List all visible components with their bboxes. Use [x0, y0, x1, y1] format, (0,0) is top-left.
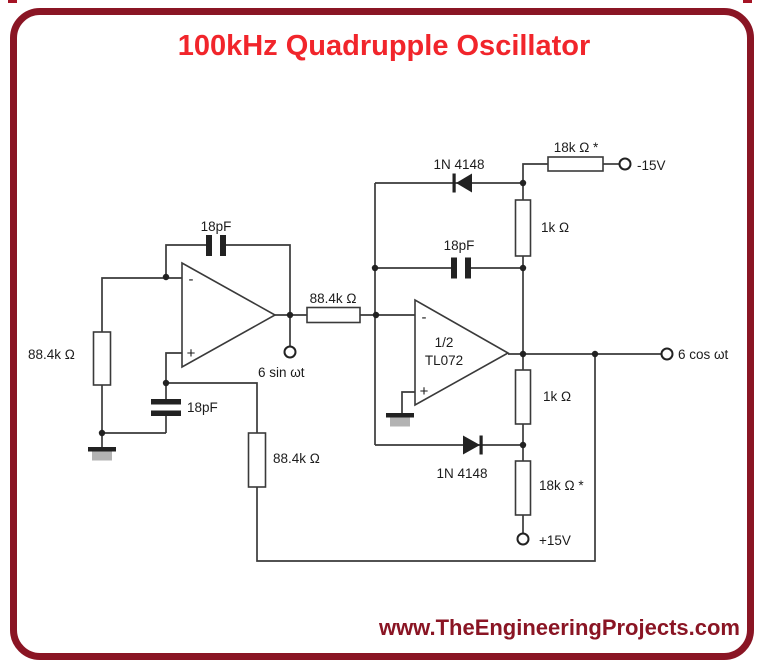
junction-dot [162, 273, 170, 281]
capacitor-plate [151, 399, 181, 405]
ground-bar [386, 413, 414, 418]
terminal-circle [516, 532, 530, 546]
terminal-label: -15V [637, 158, 666, 173]
resistor-body [92, 331, 112, 386]
wire-op2-plus-to-ground [401, 391, 415, 413]
resistor-label: 1k Ω [541, 220, 569, 235]
resistor-series: 88.4k Ω [306, 291, 361, 324]
wire-op1-plus-input [165, 352, 182, 399]
diode-arrow [463, 435, 480, 455]
junction-dot [519, 179, 527, 187]
capacitor-label: 18pF [187, 400, 218, 415]
capacitor-op1-ground: 18pF [151, 399, 218, 416]
wire-r2-feedback-loop [256, 354, 596, 562]
opamp-2-triangle [414, 298, 510, 407]
resistor-feedback-bottom: 88.4k Ω [247, 432, 320, 488]
resistor-body [547, 156, 604, 172]
page-title: 100kHz Quadrupple Oscillator [177, 30, 591, 62]
terminal-label: 6 cos ωt [678, 347, 729, 362]
capacitor-plate [151, 410, 181, 416]
junction-dot [591, 350, 599, 358]
resistor-body [514, 199, 532, 257]
top-right-border-dash [743, 0, 752, 3]
junction-dot [162, 379, 170, 387]
resistor-label: 88.4k Ω [28, 347, 75, 362]
capacitor-plate [206, 235, 212, 256]
wire-c1-left [165, 244, 206, 277]
diode-bottom-1n4148: 1N 4148 [436, 435, 488, 481]
opamp-2-label-half: 1/2 [435, 335, 454, 350]
capacitor-plate [451, 257, 457, 279]
capacitor-label: 18pF [201, 219, 232, 234]
opamp-1-plus-pin: + [187, 345, 196, 362]
resistor-18k-bottom: 18k Ω * [514, 460, 584, 516]
resistor-18k-top: 18k Ω * [547, 140, 604, 172]
terminal-sin-output: 6 sin ωt [258, 345, 305, 380]
terminal-circle [618, 157, 632, 171]
resistor-body [514, 369, 532, 425]
junction-dot [519, 350, 527, 358]
capacitor-label: 18pF [444, 238, 475, 253]
opamp-2-label-part: TL072 [425, 353, 463, 368]
ground-op2 [386, 413, 414, 427]
opamp-1-minus-pin: - [189, 271, 194, 288]
terminal-cos-output: 6 cos ωt [660, 347, 729, 362]
terminal-circle [660, 347, 674, 361]
page-border-frame [10, 8, 754, 660]
capacitor-op1-feedback: 18pF [201, 219, 232, 256]
terminal-label: 6 sin ωt [258, 365, 305, 380]
website-url: www.TheEngineeringProjects.com [378, 615, 740, 640]
diode-cathode-bar [479, 435, 483, 455]
diode-top-1n4148: 1N 4148 [433, 157, 485, 193]
resistor-input-left: 88.4k Ω [28, 331, 112, 386]
diode-label: 1N 4148 [436, 466, 487, 481]
junction-dot [519, 264, 527, 272]
resistor-label: 18k Ω * [554, 140, 599, 155]
terminal-vminus: -15V [618, 157, 666, 173]
resistor-body [306, 306, 361, 324]
resistor-label: 1k Ω [543, 389, 571, 404]
diode-label: 1N 4148 [433, 157, 484, 172]
resistor-1k-top: 1k Ω [514, 199, 569, 257]
capacitor-op2-feedback: 18pF [444, 238, 475, 279]
opamp-1-triangle [181, 261, 277, 369]
terminal-label: +15V [539, 533, 571, 548]
junction-dot [519, 441, 527, 449]
opamp-2-minus-pin: - [422, 309, 427, 326]
ground-slab [92, 451, 112, 461]
diode-arrow [456, 173, 472, 193]
junction-dot [371, 264, 379, 272]
opamp-1: - + [181, 261, 277, 369]
resistor-1k-bottom: 1k Ω [514, 369, 571, 425]
ground-slab [390, 417, 410, 427]
capacitor-plate [220, 235, 226, 256]
junction-dot [286, 311, 294, 319]
opamp-2: - + 1/2 TL072 [414, 298, 510, 407]
ground-op1 [88, 447, 116, 461]
wire-rail-to-r4 [522, 163, 548, 183]
resistor-label: 88.4k Ω [310, 291, 357, 306]
resistor-label: 88.4k Ω [273, 451, 320, 466]
terminal-circle [283, 345, 297, 359]
resistor-body [247, 432, 267, 488]
wire-c1-right [226, 244, 291, 315]
resistor-label: 18k Ω * [539, 478, 584, 493]
junction-dot [372, 311, 380, 319]
junction-dot [98, 429, 106, 437]
diode-cathode-bar [452, 173, 456, 193]
wire-plusnode-to-r2 [166, 382, 258, 433]
resistor-body [514, 460, 532, 516]
junction-dots [98, 179, 599, 449]
opamp-2-plus-pin: + [420, 383, 429, 400]
capacitor-plate [465, 257, 471, 279]
top-left-border-dash [8, 0, 17, 3]
wire-op1-inverting-input [101, 277, 182, 332]
terminal-vplus: +15V [516, 532, 571, 548]
ground-bar [88, 447, 116, 452]
